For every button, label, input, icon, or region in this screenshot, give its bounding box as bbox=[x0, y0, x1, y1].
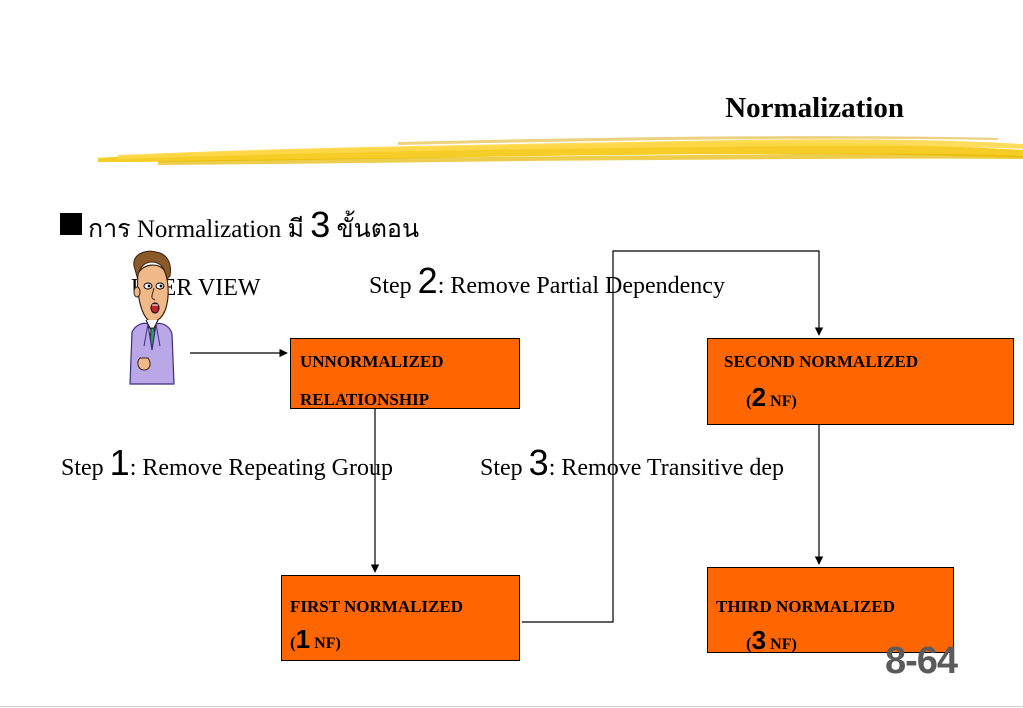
box-line-1: FIRST NORMALIZED bbox=[290, 597, 464, 616]
step-2-label: Step 2: Remove Partial Dependency bbox=[369, 263, 725, 303]
box-nf-suffix: NF) bbox=[766, 393, 797, 410]
first-normalized-box: FIRST NORMALIZED (1 NF) bbox=[281, 575, 520, 661]
intro-bullet: การ Normalization มี 3 ขั้นตอน bbox=[60, 205, 419, 250]
box-nf-number: 2 bbox=[751, 382, 767, 412]
step-3-text: : Remove Transitive dep bbox=[548, 455, 785, 481]
highlighter-stroke-icon bbox=[98, 136, 1023, 165]
step-3-label: Step 3: Remove Transitive dep bbox=[480, 445, 785, 485]
bullet-text-pre: การ Normalization มี bbox=[88, 216, 304, 243]
unnormalized-relationship-box: UNNORMALIZED RELATIONSHIP bbox=[290, 338, 520, 409]
box-open-paren: ( bbox=[746, 391, 752, 410]
step-1-label: Step 1: Remove Repeating Group bbox=[61, 445, 393, 485]
box-line-1: UNNORMALIZED bbox=[300, 352, 444, 371]
third-normalized-box: THIRD NORMALIZED (3 NF) bbox=[707, 567, 954, 656]
person-clipart-icon bbox=[129, 250, 175, 385]
slide-title: Normalization bbox=[725, 92, 904, 124]
box-open-paren: ( bbox=[290, 633, 296, 652]
slide-number: 8-64 bbox=[884, 640, 958, 682]
arrow-first-to-second bbox=[522, 250, 824, 623]
bullet-number: 3 bbox=[310, 204, 331, 245]
step-1-number: 1 bbox=[109, 442, 130, 483]
box-open-paren: ( bbox=[746, 634, 752, 653]
box-nf-number: 1 bbox=[295, 624, 311, 654]
box-line-1: SECOND NORMALIZED bbox=[724, 352, 919, 371]
step-1-word: Step bbox=[61, 455, 104, 481]
step-2-number: 2 bbox=[417, 260, 438, 301]
step-1-text: : Remove Repeating Group bbox=[129, 455, 393, 481]
bullet-square-icon bbox=[60, 213, 82, 235]
step-2-word: Step bbox=[369, 273, 412, 299]
footer-divider bbox=[0, 706, 1023, 707]
bullet-text-post: ขั้นตอน bbox=[336, 216, 420, 243]
box-line-2: RELATIONSHIP bbox=[300, 390, 430, 409]
second-normalized-box: SECOND NORMALIZED (2 NF) bbox=[707, 338, 1014, 425]
box-nf-suffix: NF) bbox=[310, 635, 341, 652]
box-line-1: THIRD NORMALIZED bbox=[716, 597, 895, 616]
step-3-word: Step bbox=[480, 455, 523, 481]
box-line-2: (1 NF) bbox=[290, 624, 341, 655]
step-3-number: 3 bbox=[528, 442, 549, 483]
box-line-2: (2 NF) bbox=[746, 382, 797, 413]
box-nf-number: 3 bbox=[751, 625, 767, 655]
box-nf-suffix: NF) bbox=[766, 636, 797, 653]
step-2-text: : Remove Partial Dependency bbox=[437, 273, 725, 299]
box-line-2: (3 NF) bbox=[746, 625, 797, 656]
